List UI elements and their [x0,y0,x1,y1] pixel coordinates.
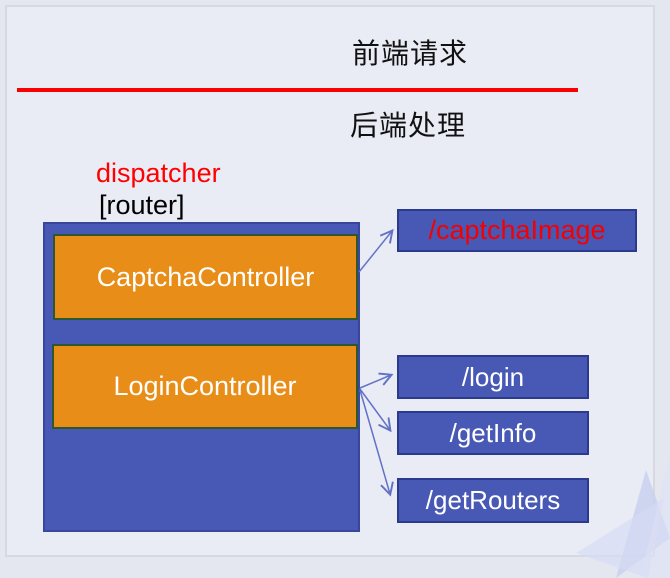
frontend-request-heading: 前端请求 [351,38,468,69]
captcha-controller-box: CaptchaController [53,234,358,320]
dispatcher-label: dispatcher [96,158,221,188]
captcha-controller-label: CaptchaController [96,261,315,292]
route-login-label: /login [461,361,525,392]
router-label: [router] [99,190,185,220]
route-box-login: /login [397,355,589,399]
route-box-captcha-image: /captchaImage [397,209,637,252]
login-controller-label: LoginController [113,371,297,401]
login-controller-box: LoginController [52,344,358,429]
route-box-get-routers: /getRouters [397,478,589,523]
route-get-routers-label: /getRouters [425,485,561,515]
route-get-info-label: /getInfo [449,417,537,448]
route-box-get-info: /getInfo [397,411,589,455]
red-divider-line [17,88,578,92]
route-captcha-image-label: /captchaImage [428,215,606,245]
backend-process-heading: 后端处理 [349,110,466,141]
